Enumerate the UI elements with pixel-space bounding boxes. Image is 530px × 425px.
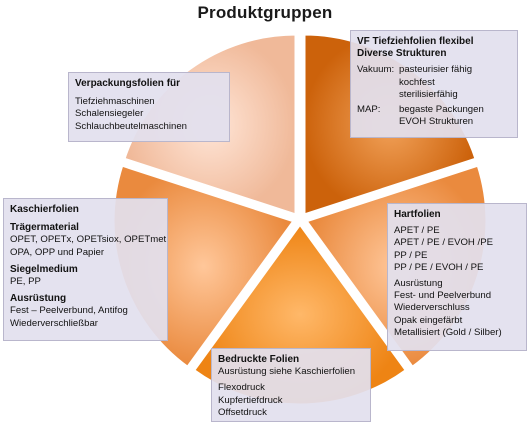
siegel-title: Siegelmedium bbox=[10, 263, 78, 275]
map-row: MAP: begaste Packungen EVOH Strukturen bbox=[357, 104, 511, 128]
hartfolien-structure: PP / PE / EVOH / PE bbox=[394, 261, 484, 273]
bedruckte-item: Flexodruck bbox=[218, 382, 265, 394]
ausruestung-item: Fest – Peelverbund, Antifog bbox=[10, 305, 128, 317]
map-item: begaste Packungen bbox=[399, 104, 484, 116]
vakuum-item: pasteurisier fähig bbox=[399, 64, 473, 76]
hartfolien-structure: PP / PE bbox=[394, 249, 428, 261]
hartfolien-structure: APET / PE bbox=[394, 225, 440, 237]
hartfolien-structure: APET / PE / EVOH /PE bbox=[394, 237, 493, 249]
traeger-item: OPA, OPP und Papier bbox=[10, 246, 105, 258]
vakuum-item: kochfest bbox=[399, 76, 435, 88]
kaschier-title: Kaschierfolien bbox=[10, 204, 79, 215]
hartfolien-ausruestung: Opak eingefärbt bbox=[394, 314, 463, 326]
bedruckte-title: Bedruckte Folien bbox=[218, 354, 300, 365]
verpackung-item: Schalensiegeler bbox=[75, 108, 144, 120]
diagram-title: Produktgruppen bbox=[197, 3, 333, 22]
map-item: EVOH Strukturen bbox=[399, 116, 474, 128]
kaschierfolien-box: Kaschierfolien Trägermaterial OPET, OPET… bbox=[3, 198, 168, 341]
hartfolien-ausruestung: Ausrüstung bbox=[394, 278, 443, 290]
bedruckte-folien-box: Bedruckte Folien Ausrüstung siehe Kaschi… bbox=[211, 348, 371, 422]
verpackung-item: Schlauchbeutelmaschinen bbox=[75, 120, 188, 132]
traeger-title: Trägermaterial bbox=[10, 222, 79, 234]
bedruckte-subtitle: Ausrüstung siehe Kaschierfolien bbox=[218, 366, 356, 378]
verpackung-item: Tiefziehmaschinen bbox=[75, 96, 155, 108]
ausruestung-title: Ausrüstung bbox=[10, 293, 67, 305]
bedruckte-item: Offsetdruck bbox=[218, 406, 267, 418]
ausruestung-item: Wiederverschließbar bbox=[10, 317, 98, 329]
hartfolien-ausruestung: Metallisiert (Gold / Silber) bbox=[394, 326, 502, 338]
traeger-item: OPET, OPETx, OPETsiox, OPETmet bbox=[10, 234, 167, 246]
vakuum-row: Vakuum: pasteurisier fähig kochfest ster… bbox=[357, 64, 511, 101]
vf-title-2: Diverse Strukturen bbox=[357, 48, 447, 60]
verpackung-title: Verpackungsfolien für bbox=[75, 78, 181, 89]
vakuum-item: sterilisierfähig bbox=[399, 88, 458, 100]
map-label: MAP: bbox=[357, 104, 381, 116]
hartfolien-ausruestung: Fest- und Peelverbund bbox=[394, 290, 492, 302]
vf-tiefziehfolien-box: VF Tiefziehfolien flexibel Diverse Struk… bbox=[350, 30, 518, 138]
bedruckte-item: Kupfertiefdruck bbox=[218, 394, 283, 406]
vf-title-1: VF Tiefziehfolien flexibel bbox=[357, 36, 474, 47]
verpackungsfolien-box: Verpackungsfolien für Tiefziehmaschinen … bbox=[68, 72, 230, 142]
vakuum-label: Vakuum: bbox=[357, 64, 395, 76]
hartfolien-title: Hartfolien bbox=[394, 209, 441, 220]
siegel-item: PE, PP bbox=[10, 276, 41, 288]
hartfolien-box: Hartfolien APET / PE APET / PE / EVOH /P… bbox=[387, 203, 527, 351]
hartfolien-ausruestung: Wiederverschluss bbox=[394, 302, 470, 314]
